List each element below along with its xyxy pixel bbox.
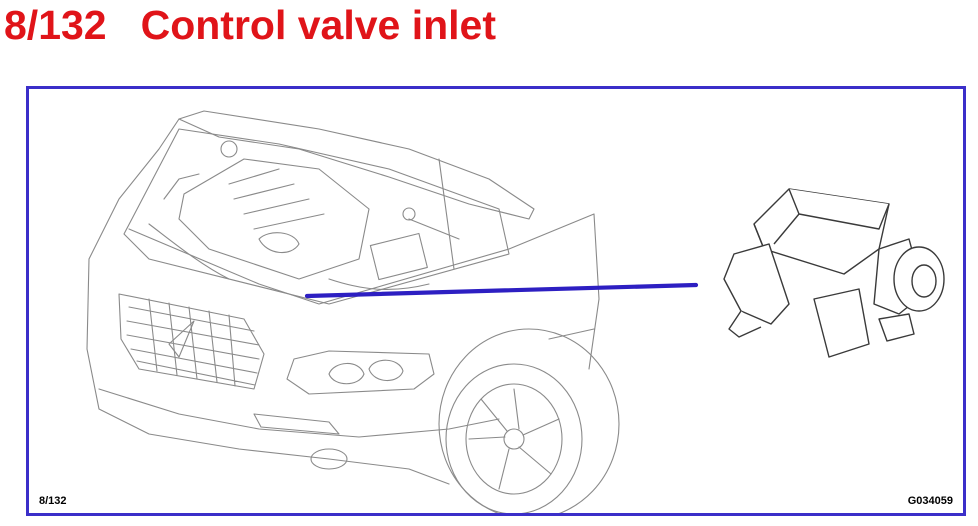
volvo-badge — [168, 320, 195, 358]
battery-box — [369, 232, 428, 281]
reservoir-cap — [220, 140, 238, 158]
grille-mesh — [126, 298, 260, 387]
headlight — [286, 350, 435, 395]
control-valve-component — [723, 188, 945, 358]
wheel-rim — [465, 383, 563, 495]
valve-mount-bracket — [813, 288, 870, 358]
hood-strut — [438, 158, 455, 270]
illustration-canvas — [86, 110, 945, 513]
illustration-frame: 8/132 G034059 — [26, 86, 966, 516]
valve-connector — [723, 243, 790, 325]
car-body — [86, 118, 600, 485]
engine-pipes — [148, 173, 460, 290]
oil-cap — [402, 207, 416, 221]
front-tire — [445, 363, 583, 513]
front-wheel-arch — [438, 328, 620, 513]
front-grille — [118, 293, 265, 390]
wheel-spokes — [468, 388, 560, 490]
leader-line — [304, 282, 699, 299]
wheel-hub — [503, 428, 525, 450]
car-illustration — [86, 110, 620, 513]
headlight-lens — [328, 359, 404, 385]
engine-bay — [123, 128, 510, 305]
open-hood — [178, 110, 535, 220]
valve-connector-tab — [728, 310, 762, 338]
figure-code: G034059 — [907, 495, 953, 507]
bumper-vent — [253, 413, 340, 435]
fog-light — [310, 448, 348, 470]
page-number: 8/132 — [4, 2, 107, 48]
page-title: 8/132 Control valve inlet — [4, 0, 496, 50]
engine-cover-logo — [258, 232, 300, 253]
engine-cover-ridges — [228, 168, 325, 230]
title-text: Control valve inlet — [140, 2, 497, 48]
valve-body-side — [753, 188, 890, 250]
engine-cover — [178, 158, 370, 280]
lower-nipple — [878, 313, 915, 342]
front-bumper — [98, 388, 500, 438]
inlet-port-inner — [911, 264, 937, 298]
figure-page-reference: 8/132 — [39, 495, 67, 507]
